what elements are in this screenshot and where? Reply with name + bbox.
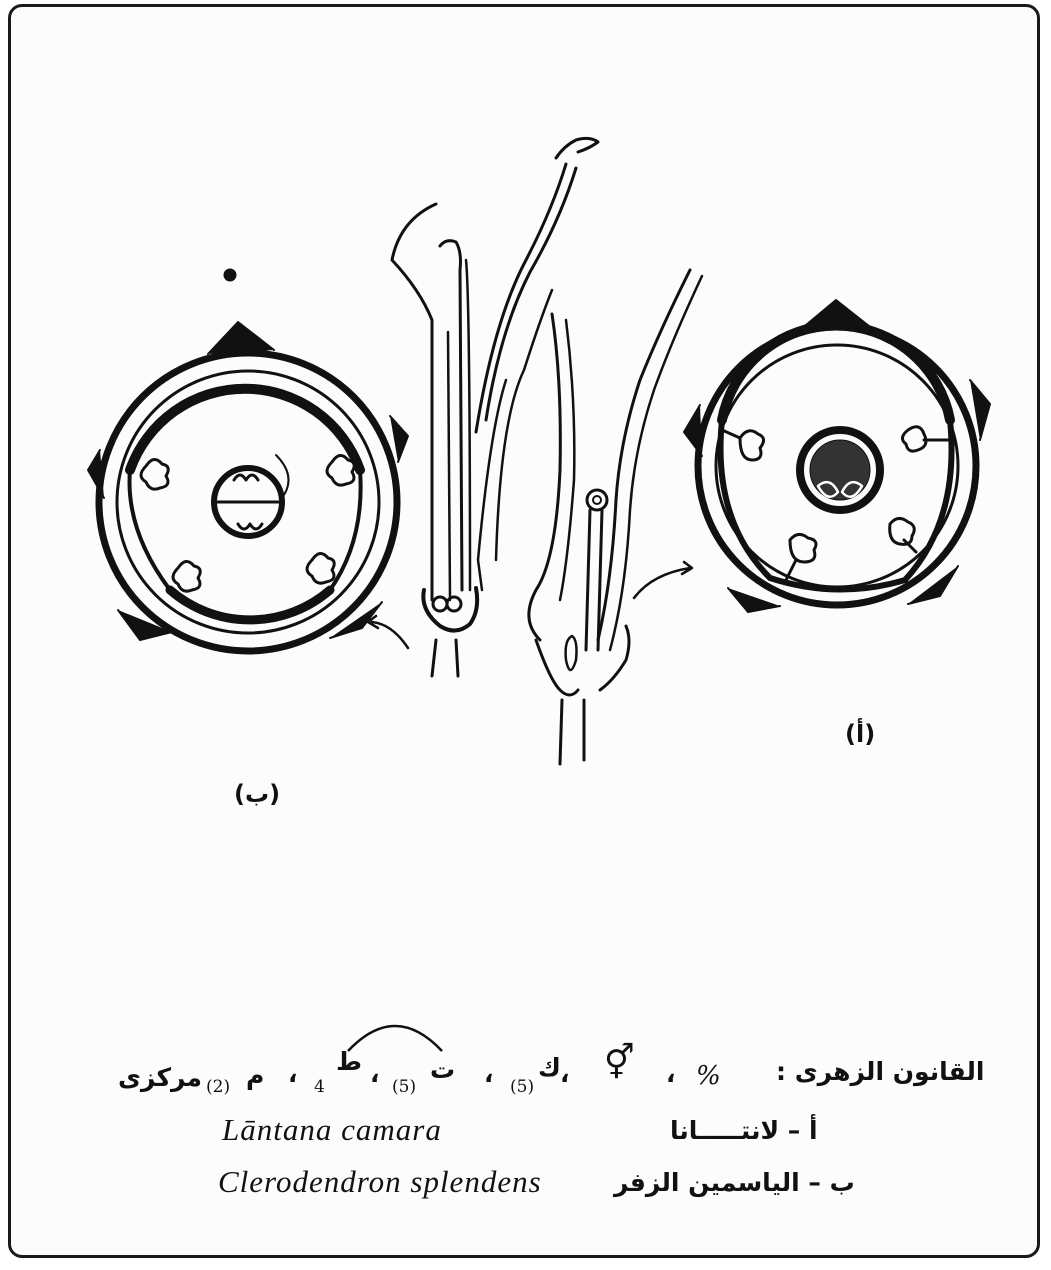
- stamen-b-3: [173, 561, 200, 591]
- formula-corolla-count: (5): [392, 1077, 416, 1097]
- flower-section-a: [529, 270, 702, 764]
- species-line-a: Lāntana camara أ – لانتـــــانا: [222, 1112, 862, 1152]
- formula-sep-1: ،: [288, 1059, 298, 1088]
- formula-sep-5: ،: [666, 1059, 676, 1088]
- formula-sep-4: ،: [560, 1059, 570, 1088]
- arrow-b: [372, 622, 408, 648]
- formula-corolla: ت: [430, 1055, 455, 1084]
- arrow-a: [634, 568, 690, 598]
- stamen-b-2: [327, 455, 354, 485]
- species-line-b: Clerodendron splendens ب – الياسمين الزف…: [218, 1164, 868, 1204]
- sepal-a-top: [800, 300, 874, 330]
- formula-ovary: مركزى: [118, 1063, 202, 1092]
- flower-section-b: [392, 138, 598, 676]
- formula-calyx: ك: [538, 1053, 561, 1082]
- panel-label-a: (أ): [845, 720, 875, 748]
- species-a-arabic: أ – لانتـــــانا: [670, 1116, 818, 1145]
- zygomorphic-symbol: %: [696, 1061, 721, 1091]
- formula-carpels: م: [246, 1061, 264, 1090]
- stamen-a-3: [786, 534, 816, 580]
- stamen-a-4: [890, 518, 916, 552]
- stamen-a-1: [722, 430, 764, 460]
- formula-calyx-count: (5): [510, 1077, 534, 1097]
- floral-diagram-a: [634, 300, 990, 612]
- bisexual-symbol-icon: ⚥: [604, 1043, 635, 1083]
- botanical-drawing: [0, 0, 1051, 860]
- formula-title: القانون الزهرى :: [776, 1057, 984, 1086]
- sepal-b-top: [208, 322, 274, 354]
- panel-label-b: (ب): [234, 780, 280, 808]
- formula-sep-3: ،: [484, 1059, 494, 1088]
- floral-diagram-b: [88, 269, 408, 651]
- species-b-latin: Clerodendron splendens: [218, 1164, 542, 1200]
- species-a-latin: Lāntana camara: [222, 1112, 442, 1148]
- stamen-b-4: [307, 553, 334, 583]
- sepal-a-left: [684, 405, 702, 456]
- corolla-lower-arc-b: [170, 590, 330, 620]
- formula-stamens-count: 4: [314, 1077, 325, 1097]
- formula-sep-2: ،: [370, 1059, 380, 1088]
- stamen-b-1: [141, 459, 168, 489]
- species-b-arabic: ب – الياسمين الزفر: [614, 1168, 855, 1197]
- formula-union-arc: [340, 1015, 450, 1055]
- formula-carpels-count: (2): [206, 1077, 230, 1097]
- stamen-a-2: [902, 427, 950, 451]
